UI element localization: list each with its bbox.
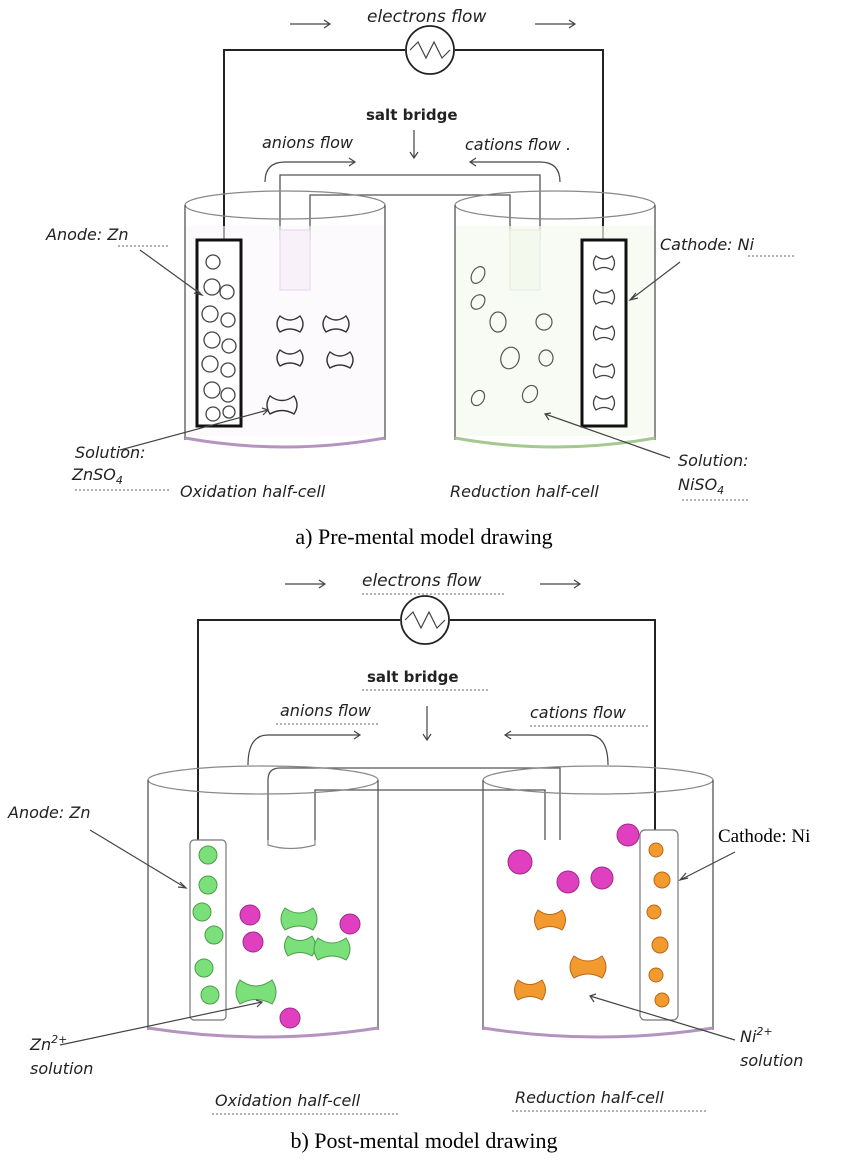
anode-label: Anode: Zn [45, 225, 128, 244]
cation-arrow-icon [468, 157, 561, 183]
cation-arrow-b-icon [503, 730, 609, 766]
anions-flow-label-b: anions flow [280, 701, 372, 720]
solution-left-pointer-icon [119, 407, 270, 451]
anion-arrow-icon [264, 157, 357, 183]
galvanometer-resistor-icon [409, 40, 451, 60]
zn-ion-label: Zn2+ [29, 1033, 67, 1054]
cations-flow-label-b: cations flow [530, 703, 627, 722]
ni-atoms-b [646, 842, 671, 1008]
salt-bridge-b-tube [267, 767, 561, 840]
cathode-label-b: Cathode: Ni [718, 826, 810, 847]
cathode-label: Cathode: Ni [660, 235, 755, 254]
caption-b: b) Post-mental model drawing [290, 1128, 557, 1153]
cathode-pointer-icon [628, 261, 681, 302]
reduction-label-b: Reduction half-cell [515, 1088, 664, 1107]
oxidation-label-b: Oxidation half-cell [215, 1091, 361, 1110]
oxidation-label: Oxidation half-cell [180, 482, 326, 501]
salt-bridge-label-b: salt bridge [367, 668, 459, 686]
salt-bridge-label: salt bridge [366, 106, 458, 124]
ni2-ions-right-b [507, 823, 640, 894]
zn2-ions-b [235, 907, 351, 1005]
salt-bridge-b-arrow-icon [422, 706, 432, 742]
ni2-ions-left-b [239, 904, 361, 1029]
solution-right-pointer-icon [543, 412, 671, 459]
anode-label-b: Anode: Zn [7, 803, 90, 822]
electron-arrow-b-right-icon [540, 579, 582, 589]
zn-atoms-b [192, 845, 224, 1005]
electrons-flow-label: electrons flow [367, 7, 486, 27]
cathode-electrode-b [639, 829, 679, 1021]
galvanometer-b-resistor-icon [404, 610, 446, 630]
solution-right-label: Solution: [678, 451, 749, 470]
ni-solution-label: solution [740, 1051, 803, 1070]
anode-pointer-icon [139, 249, 204, 297]
anions-flow-label: anions flow [262, 133, 354, 152]
solution-left-formula: ZnSO4 [71, 465, 123, 487]
ni-ion-label: Ni2+ [740, 1025, 773, 1046]
reduction-label: Reduction half-cell [450, 482, 599, 501]
cations-flow-label: cations flow . [465, 135, 571, 154]
anode-b-pointer-icon [89, 829, 188, 889]
anode-atoms [201, 254, 237, 422]
ni-ions [470, 266, 554, 407]
zn-solution-pointer-icon [59, 999, 264, 1046]
electrons-flow-label-b: electrons flow [362, 571, 481, 591]
external-wire-b [197, 619, 656, 860]
external-wire [223, 49, 604, 240]
left-beaker-b [147, 765, 379, 1039]
zn-solution-label: solution [30, 1059, 93, 1078]
anion-arrow-b-icon [247, 730, 362, 766]
ni-solution-pointer-icon [589, 993, 736, 1041]
cathode-electrode [580, 238, 628, 428]
electron-arrow-b-left-icon [285, 579, 327, 589]
solution-right-formula: NiSO4 [678, 475, 724, 497]
salt-bridge-arrow-icon [409, 130, 419, 160]
electron-arrow-right-icon [535, 19, 577, 29]
cathode-atoms [592, 255, 616, 411]
zn-ions [266, 315, 354, 415]
panel-b: electrons flow salt bridge anions flow c… [7, 571, 810, 1153]
cathode-b-pointer-icon [678, 851, 736, 882]
electron-arrow-left-icon [290, 19, 332, 29]
right-beaker-b [482, 765, 714, 1039]
caption-a: a) Pre-mental model drawing [295, 524, 552, 549]
ni-deposit-b [514, 909, 607, 1001]
panel-a: electrons flow salt bridge anions flow c… [45, 7, 795, 549]
